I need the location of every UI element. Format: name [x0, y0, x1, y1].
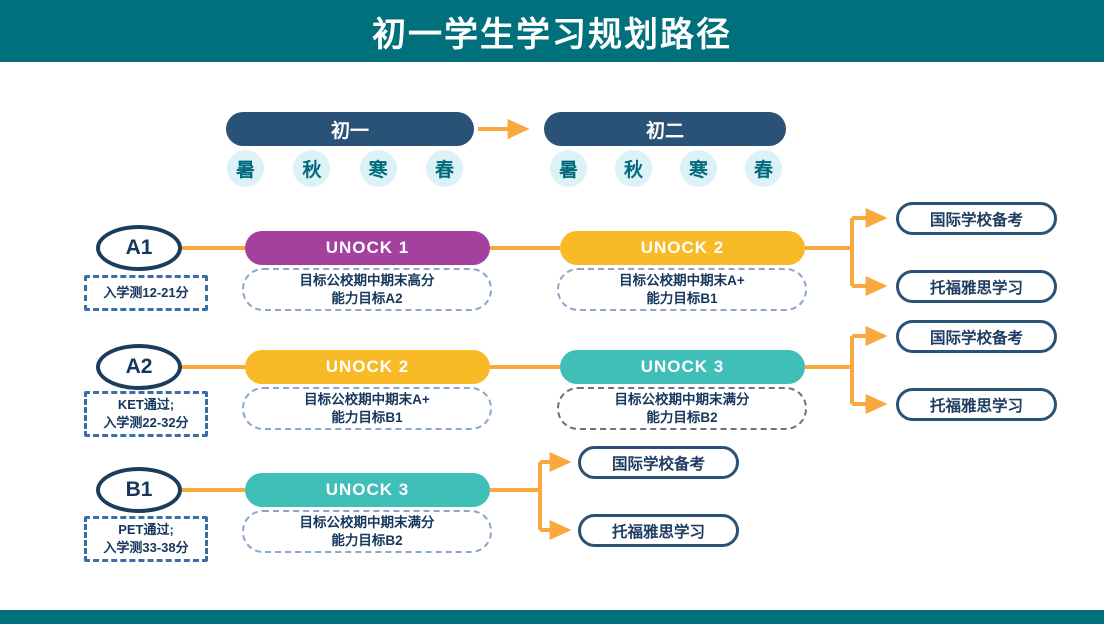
- level-ellipse-a2: A2: [96, 344, 182, 390]
- goal-line: 目标公校期中期末满分: [614, 391, 750, 407]
- goal-line: 目标公校期中期末高分: [299, 272, 435, 288]
- outcome-pill-toefl-ielts: 托福雅思学习: [578, 514, 739, 547]
- season-badge-spring: 春: [425, 150, 463, 187]
- criteria-line: 入学测12-21分: [103, 285, 189, 301]
- goal-line: 能力目标B1: [331, 409, 403, 425]
- criteria-box-b1: PET通过; 入学测33-38分: [84, 516, 208, 562]
- level-ellipse-a1: A1: [96, 225, 182, 271]
- season-badge-summer: 暑: [550, 150, 587, 187]
- stage-label: UNOCK 2: [640, 238, 725, 257]
- goal-line: 能力目标B2: [331, 532, 403, 548]
- criteria-box-a2: KET通过; 入学测22-32分: [84, 391, 208, 437]
- season-badge-summer: 暑: [227, 150, 264, 187]
- header-bar: 初一学生学习规划路径: [0, 0, 1104, 62]
- level-label: B1: [125, 478, 153, 501]
- stage-pill-unock2: UNOCK 2: [245, 350, 490, 384]
- outcome-pill-toefl-ielts: 托福雅思学习: [896, 270, 1057, 303]
- goal-line: 目标公校期中期末A+: [619, 272, 745, 288]
- stage-label: UNOCK 2: [325, 357, 410, 376]
- season-row-grade7: 暑 秋 寒 春: [227, 150, 463, 187]
- goal-line: 能力目标B1: [646, 290, 718, 306]
- criteria-line: 入学测22-32分: [103, 415, 189, 430]
- goal-line: 目标公校期中期末A+: [304, 391, 430, 407]
- goal-line: 能力目标A2: [331, 290, 403, 306]
- season-badge-autumn: 秋: [293, 150, 331, 187]
- grade-pill-label: 初一: [330, 120, 369, 142]
- outcome-pill-toefl-ielts: 托福雅思学习: [896, 388, 1057, 421]
- level-label: A1: [125, 236, 153, 259]
- stage-pill-unock3: UNOCK 3: [245, 473, 490, 507]
- grade-pill-label: 初二: [645, 120, 684, 142]
- footer-bar: [0, 610, 1104, 624]
- outcome-label: 托福雅思学习: [611, 523, 705, 541]
- goal-line: 能力目标B2: [646, 409, 718, 425]
- outcome-pill-international-school: 国际学校备考: [578, 446, 739, 479]
- season-row-grade8: 暑 秋 寒 春: [550, 150, 782, 187]
- outcome-label: 国际学校备考: [929, 329, 1023, 347]
- outcome-label: 国际学校备考: [929, 211, 1023, 229]
- goal-box-unock3: 目标公校期中期末满分 能力目标B2: [557, 387, 807, 430]
- grade-pill-grade8: 初二: [544, 112, 786, 146]
- page-title: 初一学生学习规划路径: [372, 15, 732, 54]
- criteria-line: 入学测33-38分: [103, 540, 189, 555]
- criteria-line: KET通过;: [117, 397, 175, 413]
- goal-box-unock2: 目标公校期中期末A+ 能力目标B1: [557, 268, 807, 311]
- goal-box-unock1: 目标公校期中期末高分 能力目标A2: [242, 268, 492, 311]
- stage-pill-unock1: UNOCK 1: [245, 231, 490, 265]
- grade-pill-grade7: 初一: [226, 112, 474, 146]
- level-ellipse-b1: B1: [96, 467, 182, 513]
- goal-box-unock2: 目标公校期中期末A+ 能力目标B1: [242, 387, 492, 430]
- outcome-label: 托福雅思学习: [929, 397, 1023, 415]
- stage-pill-unock2: UNOCK 2: [560, 231, 805, 265]
- outcome-label: 托福雅思学习: [929, 279, 1023, 297]
- level-label: A2: [125, 355, 153, 378]
- criteria-line: PET通过;: [118, 522, 174, 538]
- season-badge-winter: 寒: [680, 150, 717, 187]
- season-badge-autumn: 秋: [615, 150, 652, 187]
- outcome-pill-international-school: 国际学校备考: [896, 320, 1057, 353]
- stage-label: UNOCK 1: [325, 238, 410, 257]
- outcome-pill-international-school: 国际学校备考: [896, 202, 1057, 235]
- stage-label: UNOCK 3: [325, 480, 410, 499]
- stage-label: UNOCK 3: [640, 357, 725, 376]
- stage-pill-unock3: UNOCK 3: [560, 350, 805, 384]
- outcome-label: 国际学校备考: [611, 455, 705, 473]
- season-badge-winter: 寒: [359, 150, 397, 187]
- season-badge-spring: 春: [745, 150, 782, 187]
- goal-box-unock3: 目标公校期中期末满分 能力目标B2: [242, 510, 492, 553]
- criteria-box-a1: 入学测12-21分: [84, 275, 208, 311]
- goal-line: 目标公校期中期末满分: [299, 514, 435, 530]
